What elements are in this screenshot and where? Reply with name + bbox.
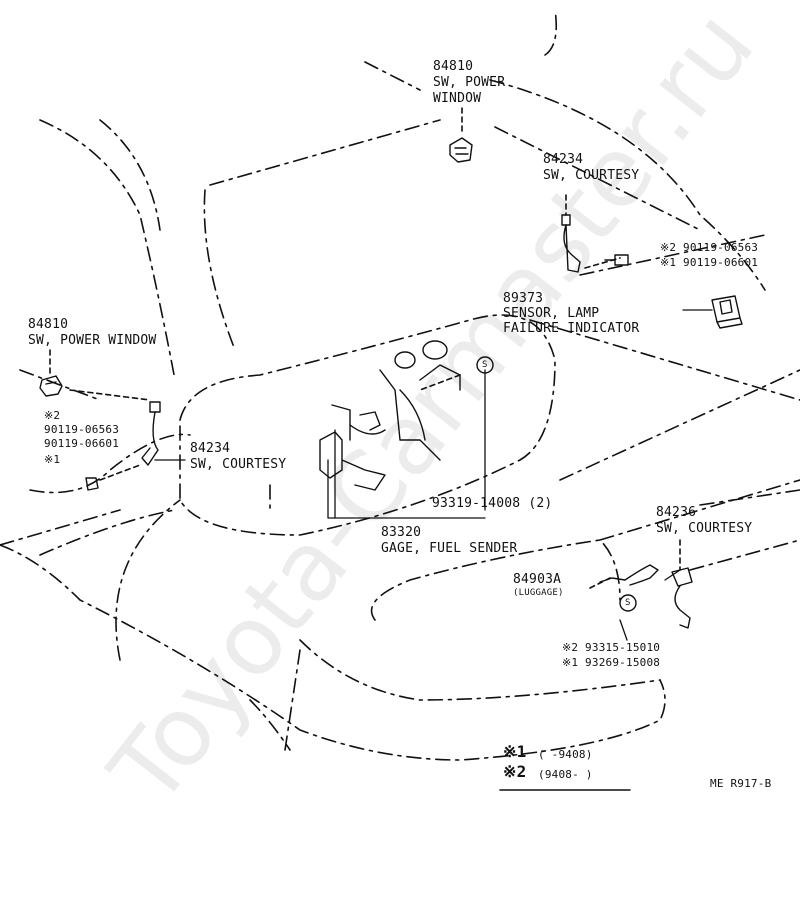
courtesy-switch-top — [561, 214, 581, 273]
left-courtesy-part-number: 84234 — [190, 441, 231, 456]
left-power-window-name: SW, POWER WINDOW — [28, 333, 157, 348]
sensor-name: SENSOR, LAMP — [503, 306, 600, 321]
left-courtesy-name: SW, COURTESY — [190, 457, 287, 472]
diagram-code: ME R917-B — [710, 777, 772, 790]
top-screw-number-1: ※2 90119-06563 — [660, 241, 759, 254]
top-courtesy-name: SW, COURTESY — [543, 168, 640, 183]
left-screw-number-1: 90119-06563 — [44, 423, 120, 436]
gasket-part-number: 93319-14008 (2) — [432, 496, 553, 511]
top-power-window-part-number: 84810 — [433, 59, 474, 74]
courtesy-switch-rear — [671, 567, 693, 629]
fuel-sender — [319, 340, 461, 491]
luggage-switch — [599, 564, 659, 586]
screw-left — [85, 477, 99, 491]
left-screw-number-2: 90119-06601 — [44, 437, 120, 450]
sensor-part-number: 89373 — [503, 291, 544, 306]
courtesy-switch-left — [141, 401, 161, 466]
solid-leaders — [154, 309, 713, 641]
luggage-part-number: 84903A — [513, 572, 562, 587]
plug-number-1: ※2 93315-15010 — [562, 641, 661, 654]
rear-courtesy-part-number: 84236 — [656, 505, 697, 520]
legend-range-2: (9408- ) — [538, 768, 593, 781]
power-window-switch-top — [449, 137, 473, 163]
legend-marker-2: ※2 — [503, 762, 527, 781]
fuel-sender-name: GAGE, FUEL SENDER — [381, 541, 518, 556]
legend-marker-1: ※1 — [503, 742, 527, 761]
rear-courtesy-name: SW, COURTESY — [656, 521, 753, 536]
left-screw-marker-2: ※2 — [44, 409, 61, 422]
sensor-name-2: FAILURE INDICATOR — [503, 321, 640, 336]
left-power-window-part-number: 84810 — [28, 317, 69, 332]
left-screw-marker-1: ※1 — [44, 453, 61, 466]
fuel-sender-part-number: 83320 — [381, 525, 422, 540]
gasket-s-letter: S — [482, 360, 488, 370]
top-screw-number-2: ※1 90119-06601 — [660, 256, 759, 269]
top-power-window-name-2: WINDOW — [433, 91, 482, 106]
top-power-window-name: SW, POWER — [433, 75, 506, 90]
legend-range-1: ( -9408) — [538, 748, 593, 761]
gasket-symbol — [476, 356, 494, 374]
top-courtesy-part-number: 84234 — [543, 152, 584, 167]
plug-number-2: ※1 93269-15008 — [562, 656, 661, 669]
plug-s-letter: S — [625, 598, 631, 608]
screw-top — [604, 254, 629, 266]
body-outline — [0, 9, 800, 761]
power-window-switch-left — [39, 375, 63, 397]
plug-symbol — [619, 594, 637, 612]
sensor-lamp — [711, 295, 743, 329]
luggage-label: (LUGGAGE) — [513, 588, 564, 598]
